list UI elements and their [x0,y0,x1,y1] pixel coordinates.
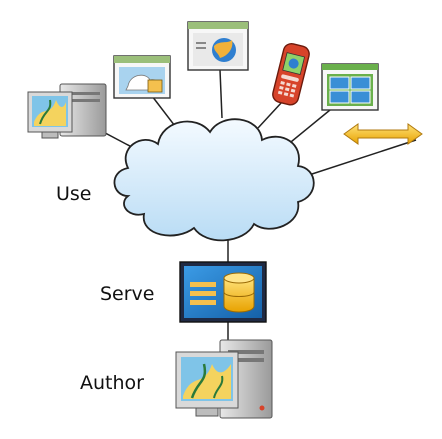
connector-arrow [311,139,417,175]
mobile-phone-icon [272,42,310,106]
tiled-map-window-icon [321,63,379,111]
cloud-icon [113,118,315,242]
layer-label-serve: Serve [100,283,155,305]
authoring-workstation-icon [175,339,273,419]
desktop-computer-icon [27,83,107,139]
map-server-icon [179,261,267,323]
data-exchange-arrow-icon [343,123,423,145]
web-browser-map-icon [113,55,171,99]
layer-label-use: Use [56,183,92,205]
web-browser-globe-icon [187,21,249,71]
layer-label-author: Author [80,372,144,394]
connector-browser-globe [219,69,223,119]
connector-tiled-map [285,109,331,147]
connector-phone [257,101,283,129]
